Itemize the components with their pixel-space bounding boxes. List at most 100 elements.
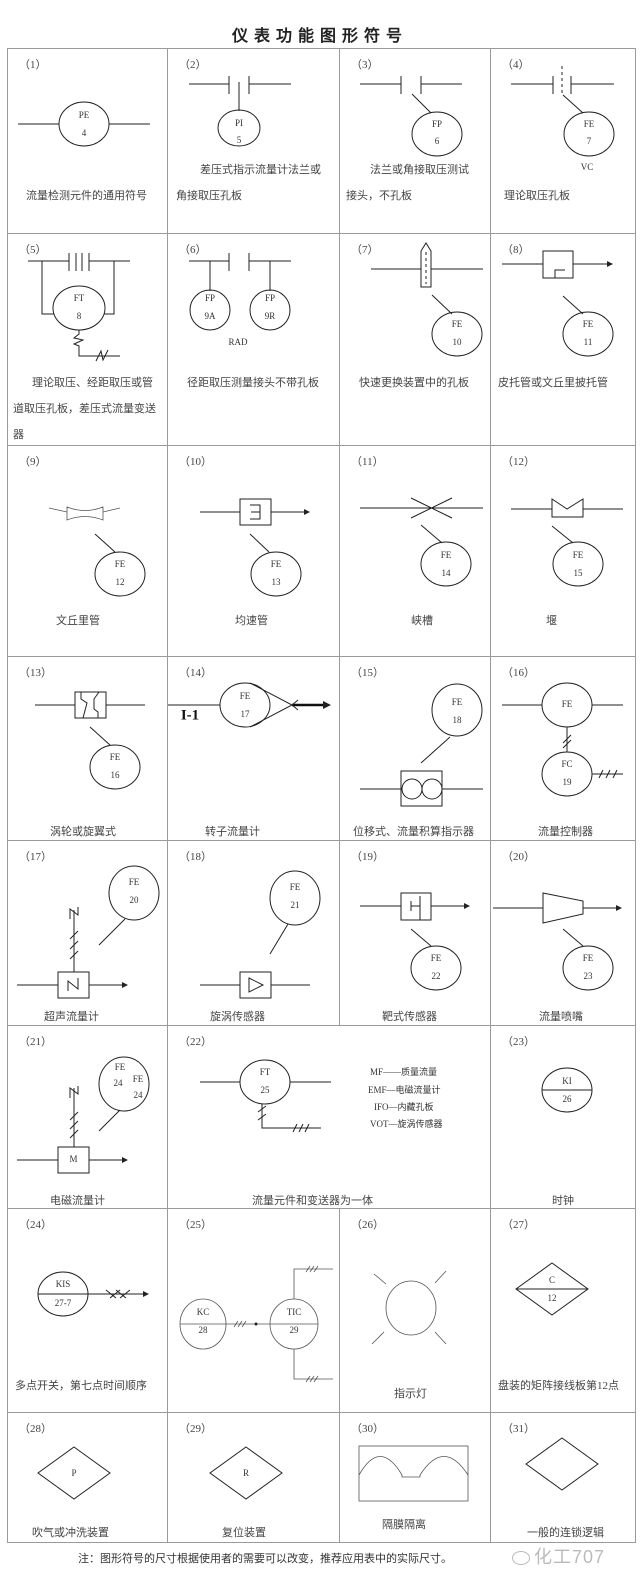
caption: 理论取压孔板 bbox=[504, 190, 570, 202]
tag-letters: FE bbox=[115, 559, 126, 569]
cell-27: （27） C 12 盘装的矩阵接线板第12点 bbox=[491, 1209, 635, 1413]
tag-number: 18 bbox=[453, 715, 463, 725]
weir-notch bbox=[551, 498, 584, 518]
signal-mark bbox=[292, 1123, 310, 1133]
instrument-bubble bbox=[431, 311, 483, 357]
light-ray bbox=[373, 1273, 387, 1285]
caption: 靶式传感器 bbox=[382, 1011, 437, 1023]
test-connection-symbol: FP 6 bbox=[360, 76, 463, 157]
caption: 流量元件和变送器为一体 bbox=[252, 1195, 373, 1207]
tag-number: 15 bbox=[574, 568, 584, 578]
tag-number: 19 bbox=[563, 777, 573, 787]
controller-link-symbol: KC 28 TIC 29 bbox=[179, 1265, 333, 1383]
caption: 转子流量计 bbox=[205, 826, 260, 838]
impulse-line bbox=[104, 261, 115, 315]
cell-18: （18） FE 21 旋涡传感器 bbox=[168, 841, 340, 1026]
cell-number: （1） bbox=[19, 59, 47, 71]
watermark-text: 化工707 bbox=[534, 1547, 606, 1567]
tag-number: 28 bbox=[199, 1325, 209, 1335]
leader-line bbox=[420, 736, 451, 764]
tag-letters: PE bbox=[79, 110, 90, 120]
tag-number: 17 bbox=[241, 709, 251, 719]
cell-number: （18） bbox=[179, 851, 212, 863]
cell-8: （8） FE 11 皮托管或文丘里披托管 bbox=[491, 234, 635, 446]
signal-mark bbox=[95, 349, 109, 362]
tag-letters: FE bbox=[452, 319, 463, 329]
arrow-icon bbox=[122, 1157, 128, 1163]
cell-number: （20） bbox=[502, 851, 535, 863]
legend-item: VOT—旋涡传感器 bbox=[370, 1118, 443, 1129]
indicator-light-icon bbox=[371, 1270, 447, 1345]
target-plate bbox=[410, 896, 421, 920]
caption: 电磁流量计 bbox=[50, 1195, 105, 1207]
tag-letters: FE bbox=[431, 953, 442, 963]
pipe-line bbox=[102, 507, 121, 513]
tag-number: 9A bbox=[205, 311, 217, 321]
tag-letters: C bbox=[549, 1275, 555, 1285]
tag-letters: FE bbox=[240, 691, 251, 701]
tag-number: 13 bbox=[272, 577, 282, 587]
integrated-transmitter-symbol: FT 25 MF——质量流量 EMF—电磁流量计 IFO—内藏孔板 VOT—旋涡… bbox=[200, 1059, 443, 1133]
caption: 峡槽 bbox=[411, 615, 433, 627]
weir-symbol: FE 15 bbox=[511, 498, 623, 587]
i1-label: I-1 bbox=[181, 707, 199, 723]
leader-line bbox=[551, 525, 574, 544]
flow-nozzle-symbol: FE 23 bbox=[493, 892, 622, 991]
seal-box bbox=[358, 1445, 469, 1502]
wechat-icon bbox=[512, 1551, 530, 1566]
tag-letters: FT bbox=[74, 293, 85, 303]
diaphragm-curve bbox=[358, 1456, 469, 1478]
cell-2: （2） PI 5 差压式指示流量计法兰或 角接取压孔板 bbox=[168, 49, 340, 234]
pitot-tube bbox=[554, 269, 565, 278]
cell-number: （14） bbox=[179, 667, 212, 679]
caption: 一般的连锁逻辑 bbox=[527, 1527, 604, 1539]
vortex-sensor-symbol: FE 21 bbox=[200, 870, 321, 999]
tag-number: 25 bbox=[261, 1085, 271, 1095]
tag-letters: FE bbox=[271, 559, 282, 569]
cell-31: （31） 一般的连锁逻辑 bbox=[491, 1413, 635, 1542]
nozzle-body bbox=[542, 892, 584, 924]
tag-number: 5 bbox=[237, 135, 242, 145]
cell-22: （22） FT 25 MF——质量流量 EMF—电磁流量计 IFO—内藏孔板 V… bbox=[168, 1026, 491, 1209]
ultrasonic-glyph bbox=[67, 978, 79, 991]
caption: 文丘里管 bbox=[56, 615, 100, 627]
cell-11: （11） FE 14 峡槽 bbox=[340, 446, 491, 657]
reset-device-symbol: R bbox=[209, 1446, 283, 1500]
page-title: 仪表功能图形符号 bbox=[231, 28, 408, 45]
tag-number: 14 bbox=[442, 568, 452, 578]
tag-letters: P bbox=[71, 1468, 76, 1478]
tag-number: 24 bbox=[134, 1090, 144, 1100]
caption: 超声流量计 bbox=[44, 1011, 99, 1023]
cell-29: （29） R 复位装置 bbox=[168, 1413, 340, 1542]
signal-mark bbox=[598, 769, 618, 779]
tag-number: 8 bbox=[77, 311, 82, 321]
cell-number: （7） bbox=[351, 244, 379, 256]
caption: 皮托管或文丘里披托管 bbox=[498, 377, 608, 389]
cell-12: （12） FE 15 堰 bbox=[491, 446, 635, 657]
signal-mark bbox=[257, 1105, 267, 1121]
rotor bbox=[421, 778, 443, 800]
caption-line: 器 bbox=[13, 429, 24, 441]
caption: 旋涡传感器 bbox=[210, 1011, 265, 1023]
flow-element-symbol: PE 4 bbox=[18, 101, 150, 147]
signal-mark bbox=[69, 907, 79, 919]
tag-letters: TIC bbox=[287, 1307, 302, 1317]
quick-change-orifice-symbol: FE 10 bbox=[371, 242, 483, 357]
legend-item: IFO—内藏孔板 bbox=[374, 1101, 434, 1112]
orifice-plate-symbol: FE 7 VC bbox=[511, 66, 615, 172]
impulse-line bbox=[41, 261, 54, 315]
arrow-icon bbox=[143, 1291, 149, 1297]
signal-line bbox=[261, 1104, 321, 1129]
pitot-tube-symbol: FE 11 bbox=[502, 250, 614, 357]
magnetic-meter-symbol: FE 24 FE 24 M bbox=[17, 1056, 150, 1174]
instrument-bubble bbox=[189, 289, 231, 331]
interlock-logic-symbol bbox=[525, 1437, 599, 1491]
arrow-icon bbox=[122, 982, 128, 988]
caption: 涡轮或旋翼式 bbox=[50, 826, 116, 838]
tag-number: 12 bbox=[116, 577, 125, 587]
tag-letters: R bbox=[243, 1468, 249, 1478]
cell-number: （27） bbox=[502, 1219, 535, 1231]
leader-line bbox=[562, 94, 584, 114]
cell-3: （3） FP 6 法兰或角接取压测试 接头，不孔板 bbox=[340, 49, 491, 234]
